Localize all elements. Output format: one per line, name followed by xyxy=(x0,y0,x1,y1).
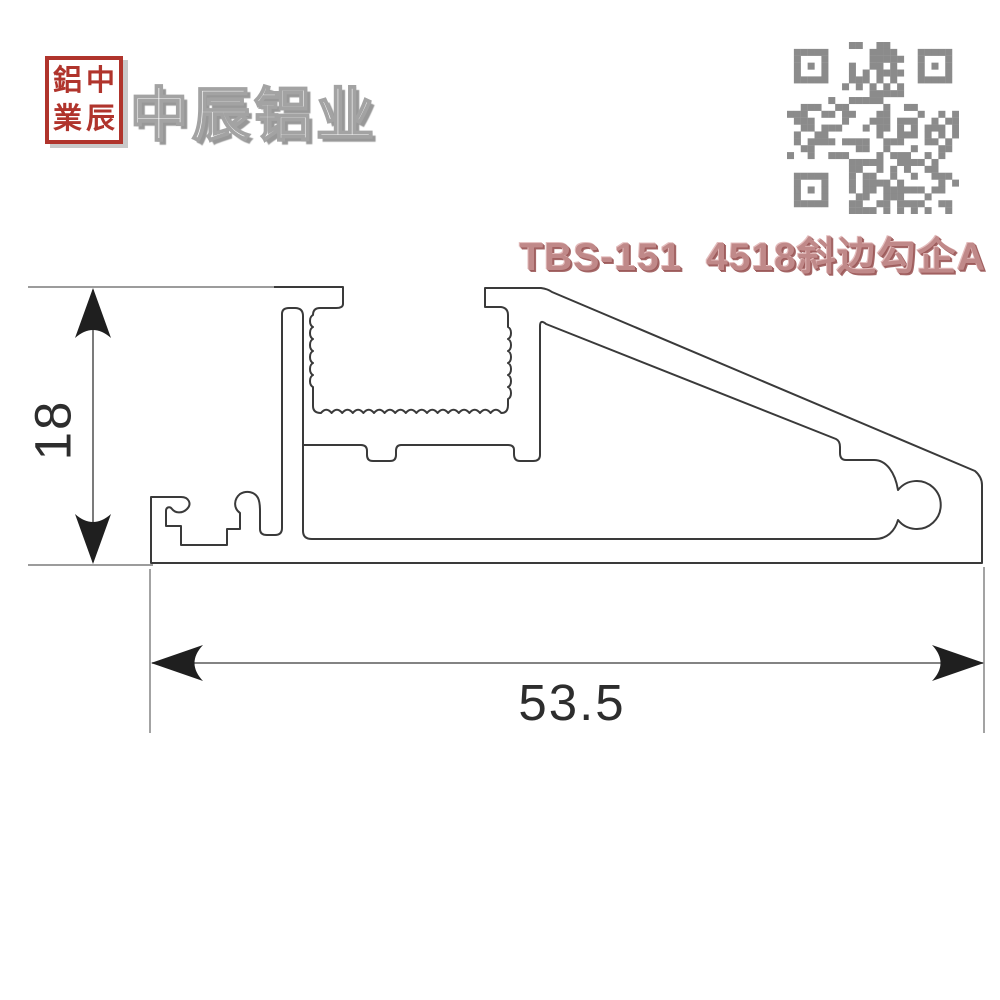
product-name: 4518斜边勾企A xyxy=(706,236,986,279)
arrow-up-icon xyxy=(75,288,111,338)
seal-char: 業 xyxy=(52,102,82,135)
product-code: TBS-151 xyxy=(519,236,683,279)
extension-lines xyxy=(28,286,985,733)
profile-outline xyxy=(150,286,983,564)
dimension-arrows xyxy=(75,288,984,681)
seal-char: 鋁 xyxy=(52,64,82,97)
arrow-left-icon xyxy=(151,645,203,681)
seal-char: 辰 xyxy=(85,102,115,135)
height-dimension-label: 18 xyxy=(24,400,81,461)
company-name: 中辰铝业 xyxy=(129,82,379,149)
arrow-right-icon xyxy=(932,645,984,681)
arrow-down-icon xyxy=(75,514,111,564)
company-seal: 鋁 中 業 辰 xyxy=(45,56,123,144)
qr-code-icon xyxy=(787,42,959,214)
seal-char: 中 xyxy=(85,64,115,97)
product-label: TBS-151 4518斜边勾企A xyxy=(519,226,986,282)
width-dimension-label: 53.5 xyxy=(518,674,625,731)
dimension-lines xyxy=(92,290,983,664)
